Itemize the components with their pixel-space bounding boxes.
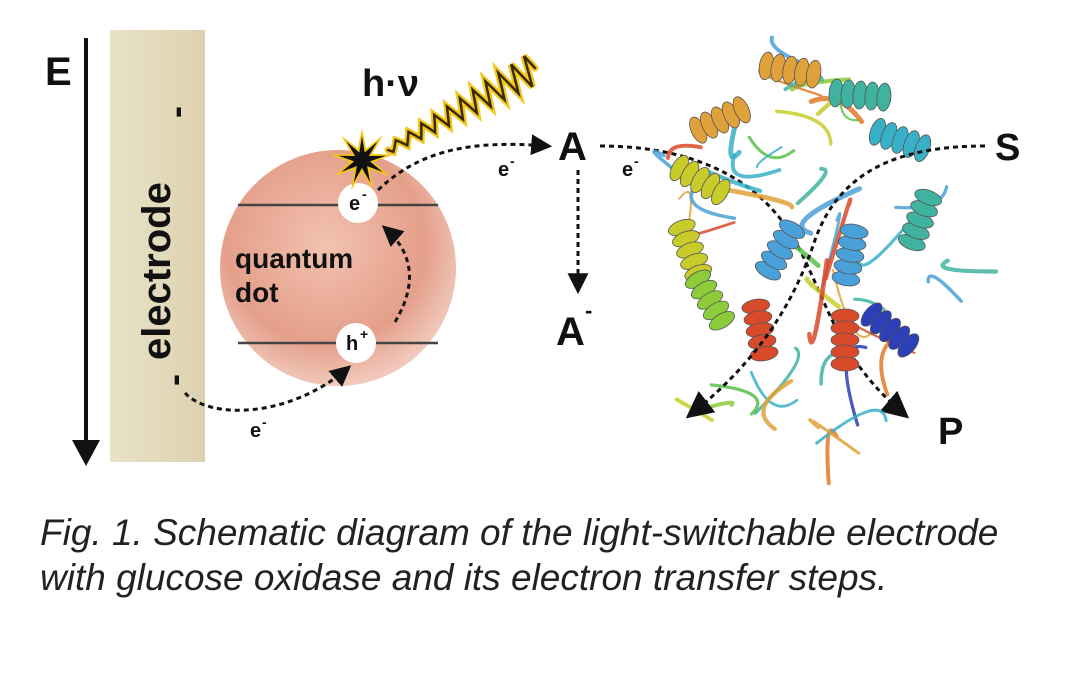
enzyme-coil bbox=[775, 109, 833, 146]
enzyme-coil bbox=[730, 153, 782, 179]
transfer-electron-charge-1: - bbox=[262, 414, 267, 430]
enzyme-coil bbox=[823, 197, 853, 281]
enzyme-coil bbox=[749, 370, 799, 408]
electrode: electrode - - bbox=[110, 30, 205, 462]
photon: h·ν bbox=[330, 53, 539, 191]
enzyme-coil bbox=[808, 418, 861, 455]
photon-wave-core bbox=[386, 55, 537, 154]
enzyme-coil bbox=[666, 143, 703, 160]
enzyme-helix bbox=[758, 51, 822, 89]
enzyme-coil bbox=[747, 135, 796, 160]
energy-axis: E bbox=[45, 38, 100, 466]
electrode-to-hole-transfer: e - bbox=[183, 365, 352, 442]
enzyme-coil bbox=[694, 221, 736, 236]
electrode-sign-top: - bbox=[155, 106, 196, 118]
electron-marker bbox=[338, 183, 378, 223]
electrode-label: electrode bbox=[135, 182, 179, 360]
enzyme-helix bbox=[689, 96, 751, 144]
enzyme-helix bbox=[669, 154, 731, 206]
reduced-acceptor-charge: - bbox=[585, 298, 592, 323]
transfer-electron-label-2: e bbox=[498, 159, 509, 181]
excitation-star-core bbox=[338, 136, 386, 183]
enzyme-helix bbox=[898, 188, 942, 252]
electrode-sign-bottom: - bbox=[153, 374, 194, 386]
product-label: P bbox=[938, 411, 963, 453]
hole-charge: + bbox=[360, 326, 368, 342]
quantum-dot-label-line1: quantum bbox=[235, 243, 353, 274]
quantum-dot: quantum dot e - h + bbox=[220, 150, 456, 386]
enzyme-coil bbox=[804, 276, 841, 309]
qd-to-acceptor-transfer: e - bbox=[376, 134, 553, 192]
enzyme-coil bbox=[703, 168, 763, 193]
enzyme-helix bbox=[831, 223, 869, 287]
enzyme-coil bbox=[761, 379, 794, 431]
enzyme-coil bbox=[926, 274, 963, 303]
quantum-dot-label-line2: dot bbox=[235, 277, 279, 308]
electron-label: e bbox=[349, 193, 360, 215]
transfer-electron-charge-3: - bbox=[634, 153, 639, 169]
enzyme-coil bbox=[709, 383, 760, 416]
figure-caption: Fig. 1. Schematic diagram of the light-s… bbox=[40, 512, 999, 598]
transfer-electron-label-3: e bbox=[622, 159, 633, 181]
enzyme-coil bbox=[689, 186, 737, 220]
enzyme-helix bbox=[684, 269, 736, 331]
photon-label: h·ν bbox=[362, 63, 419, 105]
enzyme-coil bbox=[940, 258, 999, 274]
electron-charge: - bbox=[362, 186, 367, 202]
enzyme-coil bbox=[795, 166, 828, 206]
substrate-product: S P bbox=[685, 127, 1020, 453]
enzyme-coil bbox=[825, 428, 839, 486]
enzyme-structure bbox=[652, 35, 999, 486]
enzyme-coil bbox=[716, 186, 795, 210]
enzyme-helix bbox=[830, 308, 860, 372]
figure-diagram: E electrode - - quantum dot e - h + h·ν … bbox=[45, 30, 1020, 486]
acceptor-label: A bbox=[558, 125, 587, 169]
enzyme-helix bbox=[828, 78, 892, 112]
enzyme-helix bbox=[860, 302, 920, 358]
transfer-electron-label-1: e bbox=[250, 420, 261, 442]
enzyme-helix bbox=[741, 298, 779, 362]
hole-label: h bbox=[346, 333, 358, 355]
hole-marker bbox=[336, 323, 376, 363]
substrate-label: S bbox=[995, 127, 1020, 169]
enzyme-coil bbox=[807, 258, 830, 345]
reduced-acceptor-label: A bbox=[556, 310, 585, 354]
enzyme-coil bbox=[756, 146, 783, 169]
enzyme-helix bbox=[754, 219, 806, 281]
enzyme-helix bbox=[868, 118, 932, 162]
transfer-electron-charge-2: - bbox=[510, 153, 515, 169]
energy-axis-label: E bbox=[45, 50, 72, 94]
enzyme-coil bbox=[799, 186, 862, 236]
